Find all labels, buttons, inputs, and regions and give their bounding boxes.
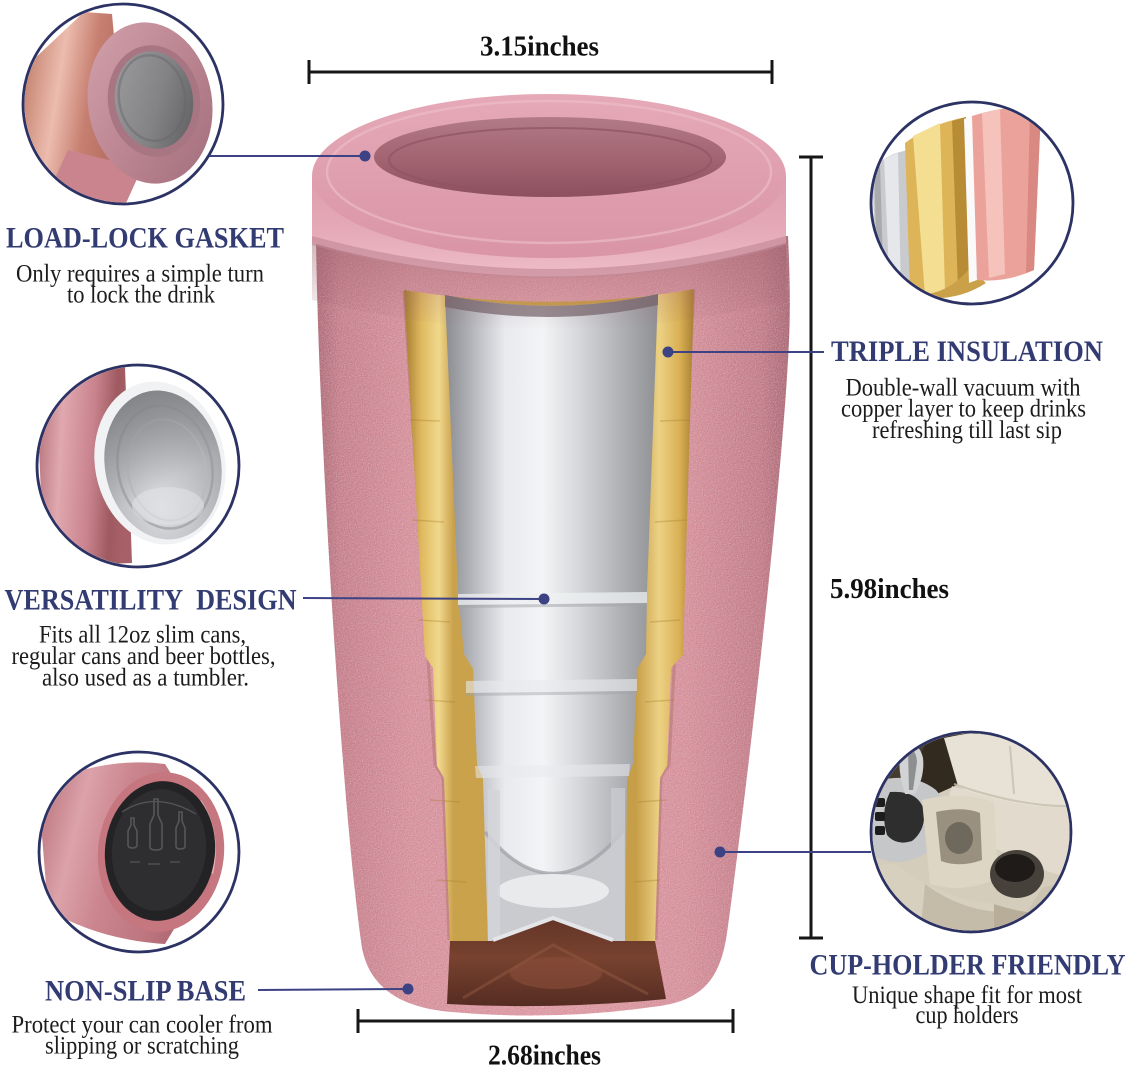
- svg-text:cup holders: cup holders: [916, 1002, 1019, 1029]
- svg-text:CUP-HOLDER FRIENDLY: CUP-HOLDER FRIENDLY: [810, 948, 1126, 981]
- svg-text:LOAD-LOCK GASKET: LOAD-LOCK GASKET: [6, 222, 284, 255]
- svg-text:slipping or scratching: slipping or scratching: [45, 1033, 239, 1060]
- svg-text:Fits all 12oz slim cans,: Fits all 12oz slim cans,: [39, 621, 246, 648]
- svg-text:also used as a tumbler.: also used as a tumbler.: [42, 664, 249, 691]
- svg-text:copper layer to keep drinks: copper layer to keep drinks: [841, 396, 1086, 423]
- svg-text:5.98inches: 5.98inches: [830, 573, 949, 605]
- svg-text:3.15inches: 3.15inches: [480, 31, 599, 63]
- svg-text:Double-wall vacuum with: Double-wall vacuum with: [846, 375, 1081, 402]
- svg-text:regular cans and beer bottles,: regular cans and beer bottles,: [12, 643, 276, 670]
- svg-text:refreshing till last sip: refreshing till last sip: [872, 417, 1062, 444]
- svg-text:2.68inches: 2.68inches: [488, 1040, 601, 1068]
- svg-text:VERSATILITY DESIGN: VERSATILITY DESIGN: [5, 584, 297, 617]
- svg-text:Unique shape fit for most: Unique shape fit for most: [852, 982, 1082, 1009]
- svg-text:NON-SLIP BASE: NON-SLIP BASE: [45, 975, 246, 1008]
- svg-text:to lock the drink: to lock the drink: [67, 282, 215, 309]
- svg-text:TRIPLE INSULATION: TRIPLE INSULATION: [831, 335, 1103, 368]
- svg-text:Only requires a simple turn: Only requires a simple turn: [16, 261, 264, 288]
- svg-text:Protect your can cooler from: Protect your can cooler from: [12, 1012, 274, 1039]
